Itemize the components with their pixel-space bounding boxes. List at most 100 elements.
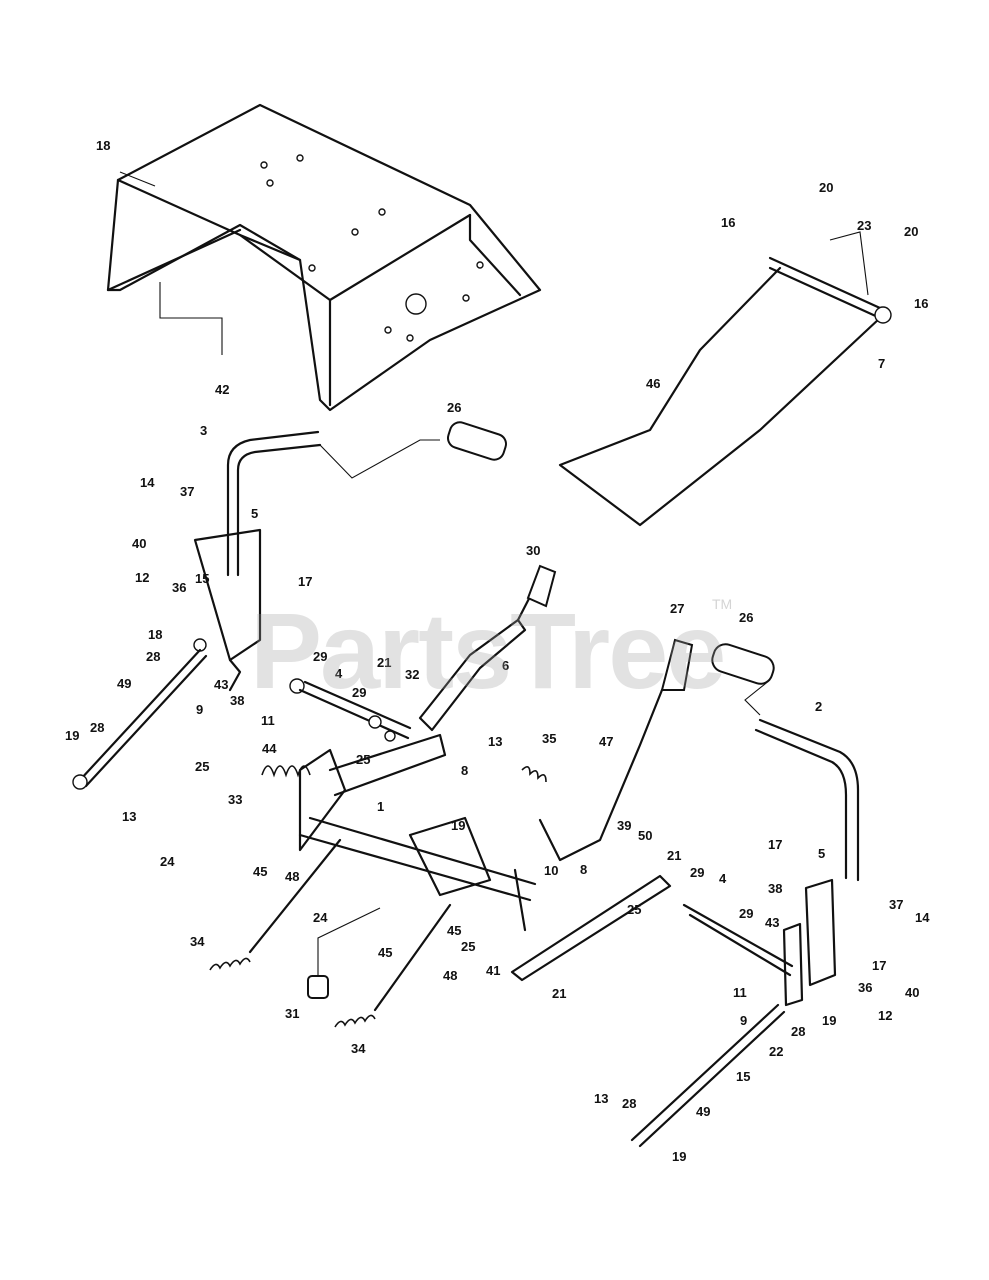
callout-18: 18 (96, 138, 110, 153)
callout-25: 25 (627, 902, 641, 917)
callout-43: 43 (765, 915, 779, 930)
callout-42: 42 (215, 382, 229, 397)
handle-left (226, 421, 507, 577)
callout-37: 37 (889, 897, 903, 912)
callout-45: 45 (447, 923, 461, 938)
callout-38: 38 (768, 881, 782, 896)
callout-26: 26 (447, 400, 461, 415)
callout-44: 44 (262, 741, 277, 756)
callout-47: 47 (599, 734, 613, 749)
bracket-left (193, 528, 412, 742)
callout-29: 29 (313, 649, 327, 664)
bracket-right (804, 878, 837, 987)
callout-34: 34 (190, 934, 205, 949)
callout-31: 31 (285, 1006, 299, 1021)
spring-35 (521, 766, 547, 783)
callout-17: 17 (768, 837, 782, 852)
collar-31 (307, 975, 329, 999)
callout-13: 13 (488, 734, 502, 749)
handle-right (711, 643, 860, 882)
callout-28: 28 (146, 649, 160, 664)
callout-16: 16 (721, 215, 735, 230)
callout-9: 9 (740, 1013, 747, 1028)
callout-19: 19 (672, 1149, 686, 1164)
callout-28: 28 (90, 720, 104, 735)
callout-9: 9 (196, 702, 203, 717)
callout-43: 43 (214, 677, 228, 692)
callout-35: 35 (542, 731, 556, 746)
lever-6 (418, 564, 557, 732)
spring-34-right (334, 1014, 376, 1028)
callout-19: 19 (451, 818, 465, 833)
spring-33 (261, 765, 311, 778)
callout-36: 36 (858, 980, 872, 995)
callout-1: 1 (377, 799, 384, 814)
callout-6: 6 (502, 658, 509, 673)
callout-29: 29 (352, 685, 366, 700)
callout-26: 26 (739, 610, 753, 625)
callout-14: 14 (140, 475, 155, 490)
callout-38: 38 (230, 693, 244, 708)
callout-11: 11 (261, 713, 275, 728)
callout-18: 18 (148, 627, 162, 642)
callout-3: 3 (200, 423, 207, 438)
callout-12: 12 (878, 1008, 892, 1023)
callout-29: 29 (690, 865, 704, 880)
callout-48: 48 (443, 968, 457, 983)
callout-27: 27 (670, 601, 684, 616)
callout-36: 36 (172, 580, 186, 595)
callout-25: 25 (461, 939, 475, 954)
callout-25: 25 (195, 759, 209, 774)
callout-7: 7 (878, 356, 885, 371)
callout-19: 19 (65, 728, 79, 743)
watermark-tm: TM (712, 596, 733, 612)
callout-4: 4 (335, 666, 343, 681)
callout-32: 32 (405, 667, 419, 682)
callout-46: 46 (646, 376, 660, 391)
callout-4: 4 (719, 871, 727, 886)
callout-39: 39 (617, 818, 631, 833)
callout-24: 24 (160, 854, 175, 869)
callout-20: 20 (819, 180, 833, 195)
callout-21: 21 (667, 848, 681, 863)
callout-8: 8 (580, 862, 587, 877)
callout-49: 49 (696, 1104, 710, 1119)
callout-25: 25 (356, 752, 370, 767)
callouts: 18 42 3 26 14 37 5 40 17 12 36 15 18 28 … (65, 138, 930, 1164)
callout-13: 13 (122, 809, 136, 824)
callout-30: 30 (526, 543, 540, 558)
callout-15: 15 (195, 571, 209, 586)
callout-15: 15 (736, 1069, 750, 1084)
callout-10: 10 (544, 863, 558, 878)
bracket-10 (408, 816, 492, 897)
callout-11: 11 (733, 985, 747, 1000)
callout-5: 5 (818, 846, 825, 861)
callout-33: 33 (228, 792, 242, 807)
callout-19: 19 (822, 1013, 836, 1028)
callout-8: 8 (461, 763, 468, 778)
bar-assembly-46 (558, 256, 892, 527)
callout-13: 13 (594, 1091, 608, 1106)
callout-48: 48 (285, 869, 299, 884)
callout-28: 28 (791, 1024, 805, 1039)
lever-47 (538, 638, 694, 862)
callout-21: 21 (377, 655, 391, 670)
callout-37: 37 (180, 484, 194, 499)
frame-housing (106, 103, 542, 412)
callout-23: 23 (857, 218, 871, 233)
callout-12: 12 (135, 570, 149, 585)
callout-20: 20 (904, 224, 918, 239)
callout-22: 22 (769, 1044, 783, 1059)
callout-29: 29 (739, 906, 753, 921)
callout-5: 5 (251, 506, 258, 521)
callout-16: 16 (914, 296, 928, 311)
callout-17: 17 (298, 574, 312, 589)
callout-34: 34 (351, 1041, 366, 1056)
callout-49: 49 (117, 676, 131, 691)
callout-40: 40 (905, 985, 919, 1000)
link-8-right (510, 874, 672, 982)
spring-34-left (209, 957, 251, 971)
main-shaft (298, 733, 537, 902)
callout-50: 50 (638, 828, 652, 843)
